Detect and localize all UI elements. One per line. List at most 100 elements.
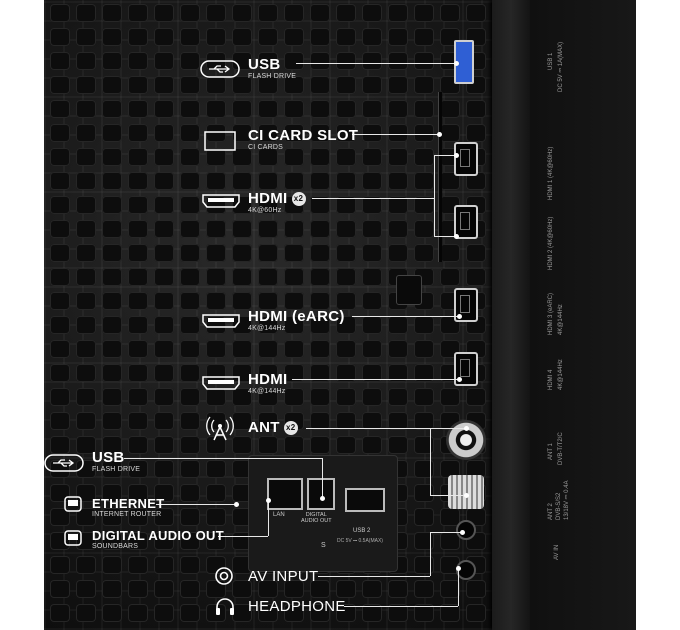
vent-slot: [310, 28, 330, 46]
vent-slot: [466, 268, 486, 286]
vent-slot: [336, 4, 356, 22]
vent-slot: [388, 604, 408, 622]
vent-slot: [362, 580, 382, 598]
ant-to-1: [426, 428, 466, 429]
vent-slot: [102, 604, 122, 622]
vent-slot: [180, 436, 200, 454]
vent-slot: [258, 172, 278, 190]
vent-slot: [50, 100, 70, 118]
vent-slot: [258, 148, 278, 166]
vent-slot: [284, 172, 304, 190]
vent-slot: [76, 388, 96, 406]
ant1-label: ANT 1: [548, 443, 554, 460]
vent-slot: [128, 52, 148, 70]
hdmi-60-sub: 4K@60Hz: [248, 207, 282, 214]
vent-slot: [466, 580, 486, 598]
ant2-label: ANT 2: [548, 503, 554, 520]
vent-slot: [180, 244, 200, 262]
connector-line-usb-bottom: [124, 458, 322, 459]
vent-slot: [440, 388, 460, 406]
vent-slot: [414, 52, 434, 70]
vent-slot: [50, 364, 70, 382]
lan-label: LAN: [273, 512, 285, 518]
vent-slot: [232, 556, 252, 574]
vent-slot: [258, 100, 278, 118]
vent-slot: [128, 436, 148, 454]
connector-line-hdmi-144: [292, 379, 460, 380]
vent-slot: [336, 100, 356, 118]
hdmi1-label: HDMI 1 (4K@60Hz): [548, 146, 554, 200]
vent-slot: [206, 508, 226, 526]
vent-slot: [50, 412, 70, 430]
vent-slot: [336, 364, 356, 382]
vent-slot: [50, 388, 70, 406]
vent-slot: [102, 244, 122, 262]
usb-bottom-vertical: [322, 458, 323, 498]
vent-slot: [128, 4, 148, 22]
vent-slot: [466, 4, 486, 22]
vent-slot: [102, 508, 122, 526]
vent-slot: [180, 124, 200, 142]
vent-slot: [258, 292, 278, 310]
ethernet-sub: INTERNET ROUTER: [92, 511, 162, 518]
vent-slot: [76, 4, 96, 22]
vent-slot: [388, 196, 408, 214]
vent-slot: [180, 220, 200, 238]
vent-slot: [440, 268, 460, 286]
av-jack: [456, 520, 476, 540]
vent-slot: [310, 604, 330, 622]
vent-slot: [310, 316, 330, 334]
vent-slot: [258, 364, 278, 382]
vent-slot: [180, 340, 200, 358]
vent-slot: [76, 436, 96, 454]
av-vertical: [430, 532, 431, 576]
vent-slot: [388, 28, 408, 46]
vent-slot: [128, 220, 148, 238]
vent-slot: [76, 316, 96, 334]
vent-slot: [414, 172, 434, 190]
ci-slot: [438, 92, 442, 262]
vent-slot: [310, 4, 330, 22]
vent-slot: [102, 340, 122, 358]
vent-slot: [362, 340, 382, 358]
vent-slot: [76, 148, 96, 166]
hdmi-port-1: [454, 142, 478, 176]
vent-slot: [128, 556, 148, 574]
vent-slot: [258, 52, 278, 70]
vent-slot: [258, 76, 278, 94]
vent-slot: [258, 580, 278, 598]
vent-slot: [414, 220, 434, 238]
vent-slot: [154, 436, 174, 454]
ethernet-label: ETHERNET INTERNET ROUTER: [92, 496, 164, 518]
vent-slot: [362, 220, 382, 238]
vent-slot: [388, 436, 408, 454]
vent-slot: [102, 292, 122, 310]
vent-slot: [232, 436, 252, 454]
vent-slot: [232, 316, 252, 334]
vent-slot: [232, 460, 252, 478]
hdmi-144-title: HDMI: [248, 371, 288, 388]
vent-slot: [102, 268, 122, 286]
vent-slot: [388, 172, 408, 190]
vent-slot: [180, 292, 200, 310]
vent-slot: [310, 124, 330, 142]
vent-slot: [154, 412, 174, 430]
vent-slot: [206, 460, 226, 478]
headphone-label: HEADPHONE: [248, 598, 346, 615]
vent-slot: [102, 436, 122, 454]
hdmi3-spec: 4K@144Hz: [558, 304, 564, 335]
vent-slot: [414, 436, 434, 454]
vent-slot: [102, 100, 122, 118]
usb-top-label: USB FLASH DRIVE: [248, 56, 296, 80]
ci-title: CI CARD SLOT: [248, 127, 359, 144]
vent-slot: [388, 52, 408, 70]
vent-slot: [128, 580, 148, 598]
vent-slot: [50, 244, 70, 262]
vent-slot: [76, 412, 96, 430]
vent-slot: [180, 532, 200, 550]
ant2-spec: DVB-S/S2: [556, 492, 562, 520]
vent-slot: [258, 268, 278, 286]
vent-slot: [50, 148, 70, 166]
vent-slot: [362, 316, 382, 334]
